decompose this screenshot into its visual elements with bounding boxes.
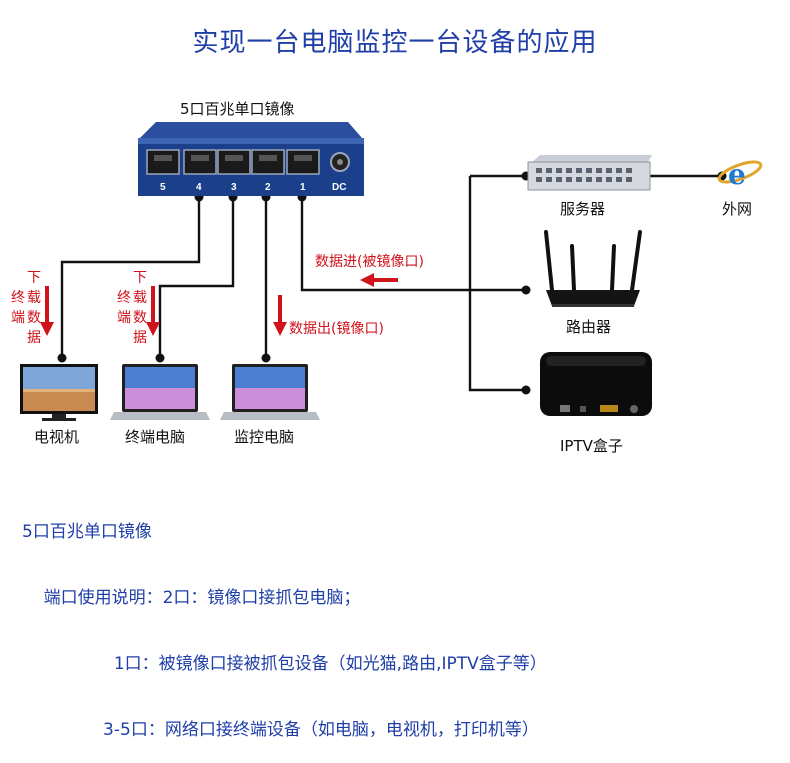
usage-notes: 5口百兆单口镜像 端口使用说明：2口：镜像口接抓包电脑； 1口：被镜像口接被抓包… [22,477,547,763]
dot-tv [57,353,67,363]
port-label-1: 1 [300,182,306,193]
download-terminal-char: 载 [133,290,147,306]
switch-device: 5 4 3 2 1 DC [138,122,364,196]
port-label-2: 2 [265,182,271,193]
svg-text:e: e [728,158,746,191]
notes-line-1: 5口百兆单口镜像 [22,522,152,542]
port-label-4: 4 [196,182,202,193]
notes-line-2: 端口使用说明：2口：镜像口接抓包电脑； [22,588,361,608]
data-arrows [40,273,398,336]
monitor-pc-label: 监控电脑 [234,428,295,446]
arrow-download-tv [40,286,54,336]
download-tv-char: 数 [27,310,41,326]
dot-monitor [261,353,271,363]
download-terminal-char: 终 [117,290,131,306]
download-tv-char: 载 [27,290,41,306]
terminal-pc-label: 终端电脑 [125,428,186,446]
dot-terminal [155,353,165,363]
port-5 [146,149,180,175]
server-device [527,155,652,191]
terminal-laptop-device [110,364,210,420]
download-terminal-char: 端 [117,310,131,326]
port-label-5: 5 [160,182,166,193]
download-annotation-terminal: 下 载 终 端 数 据 [114,268,158,368]
port-1 [286,149,320,175]
monitor-laptop-device [220,364,320,420]
iptv-label: IPTV盒子 [560,437,623,455]
download-terminal-char: 下 [133,270,147,286]
data-in-annotation: 数据进(被镜像口) [315,254,424,270]
internet-label: 外网 [722,200,753,218]
iptv-device [540,352,652,416]
arrow-data-out [273,295,287,336]
dot-router [521,285,531,295]
switch-top [140,122,362,138]
switch-front-edge [138,138,364,144]
dot-iptv [521,385,531,395]
port-label-3: 3 [231,182,237,193]
arrow-download-terminal [146,286,160,336]
router-device [544,230,642,307]
arrow-data-in [360,273,398,287]
page-title: 实现一台电脑监控一台设备的应用 [192,28,598,58]
port-4 [183,149,217,175]
download-annotation-tv: 下 载 终 端 数 据 [8,268,52,368]
network-diagram: 5 4 3 2 1 DC e [20,122,763,421]
notes-line-4: 3-5口：网络口接终端设备（如电脑，电视机，打印机等） [22,720,539,740]
notes-line-3: 1口：被镜像口接被抓包设备（如光猫,路由,IPTV盒子等） [22,654,547,674]
switch-label: 5口百兆单口镜像 [180,100,295,118]
port-label-dc: DC [332,182,346,193]
internet-icon: e [717,158,763,191]
download-tv-char: 下 [27,270,41,286]
tv-device [20,364,98,421]
download-tv-char: 据 [27,330,41,346]
download-terminal-char: 数 [133,310,147,326]
tv-label: 电视机 [34,428,80,446]
download-tv-char: 终 [11,290,25,306]
server-label: 服务器 [560,200,606,218]
download-tv-char: 端 [11,310,25,326]
port-3 [217,149,251,175]
line-port4-tv [60,195,201,358]
data-out-annotation: 数据出(镜像口) [289,321,384,337]
line-trunk-vertical [468,176,526,392]
router-label: 路由器 [566,318,612,336]
line-port3-terminal [158,195,235,358]
download-terminal-char: 据 [133,330,147,346]
line-port1-trunk [300,195,526,292]
port-2 [251,149,285,175]
